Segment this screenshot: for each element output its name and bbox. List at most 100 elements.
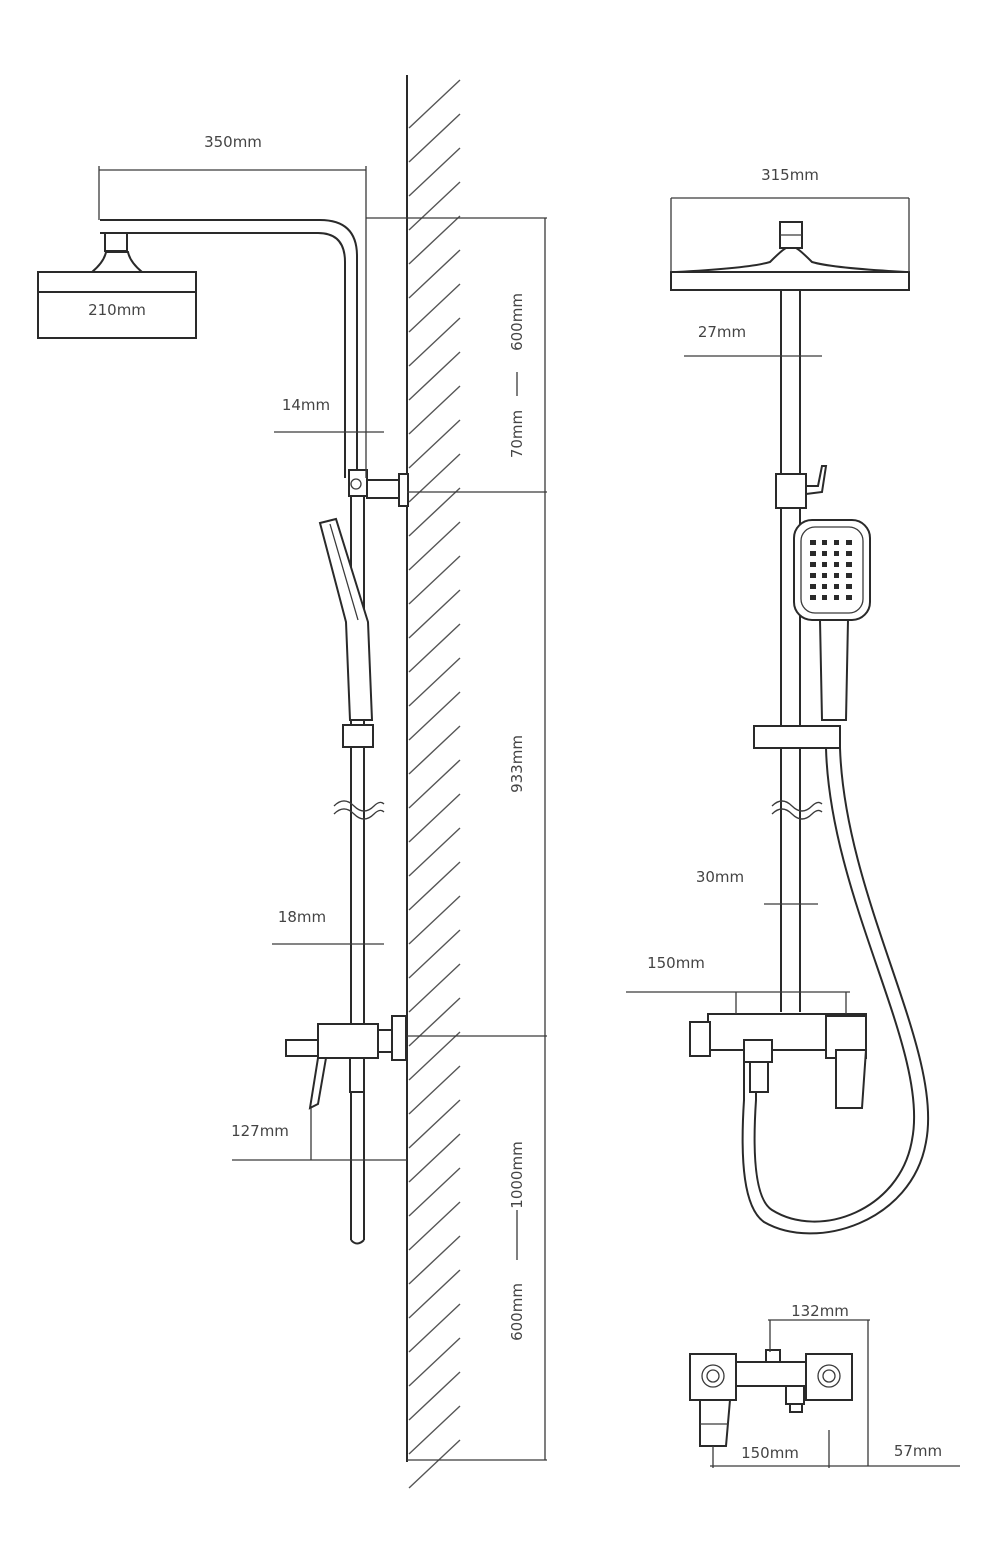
pipe-diameter-label: 14mm (282, 396, 330, 414)
hatch-line (408, 351, 461, 401)
nozzle (822, 562, 827, 567)
hatch-line (408, 1235, 461, 1285)
hatch-line (408, 1167, 461, 1217)
nozzle (846, 551, 852, 556)
hatch-line (408, 1065, 461, 1115)
hatch-line (408, 1303, 461, 1353)
head-width-label: 315mm (761, 166, 819, 184)
nozzle (822, 584, 827, 589)
hatch-line (408, 249, 461, 299)
hatch-line (408, 963, 461, 1013)
front-view (670, 221, 930, 1235)
hatch-line (408, 79, 461, 129)
hatch-line (408, 895, 461, 945)
hand-shower-nozzles (810, 540, 852, 600)
top-width-label: 132mm (791, 1302, 849, 1320)
nozzle (810, 551, 816, 556)
hatch-line (408, 657, 461, 707)
nozzle (822, 595, 827, 600)
nozzle (810, 562, 816, 567)
hatch-line (408, 283, 461, 333)
front-pipe-diameter-label: 27mm (698, 323, 746, 341)
rain-shower-head-front (670, 221, 910, 291)
nozzle (822, 551, 827, 556)
height-top-label: 600mm (508, 293, 526, 351)
hatch-line (408, 487, 461, 537)
hatch-line (408, 623, 461, 673)
hatch-line (408, 147, 461, 197)
hatch-line (408, 827, 461, 877)
head-diameter-label: 210mm (88, 301, 146, 319)
wall-hatching (408, 79, 461, 1489)
hatch-line (408, 317, 461, 367)
depth-label: 57mm (894, 1442, 942, 1460)
top-view-dimensions (710, 1319, 960, 1468)
hatch-line (408, 181, 461, 231)
wall (406, 75, 461, 1489)
height-bracket-label: 70mm (508, 410, 526, 458)
riser-front (771, 290, 823, 1012)
hatch-line (408, 691, 461, 741)
nozzle (810, 595, 816, 600)
nozzle (846, 584, 852, 589)
hatch-line (408, 1133, 461, 1183)
mixer-front (689, 1013, 868, 1109)
nozzle (834, 595, 839, 600)
side-dimensions (98, 166, 547, 1461)
nozzle (834, 584, 839, 589)
nozzle (810, 573, 816, 578)
hatch-line (408, 725, 461, 775)
hatch-line (408, 997, 461, 1047)
nozzle (846, 562, 852, 567)
height-rail-label: 933mm (508, 735, 526, 793)
nozzle (846, 573, 852, 578)
height-floor-2-label: 600mm (508, 1283, 526, 1341)
hatch-line (408, 929, 461, 979)
rain-shower-head (37, 232, 197, 339)
hatch-line (408, 1371, 461, 1421)
nozzle (810, 584, 816, 589)
hatch-line (408, 793, 461, 843)
nozzle (834, 573, 839, 578)
side-view (37, 219, 409, 1245)
hand-shower-side (318, 517, 374, 748)
nozzle (834, 562, 839, 567)
nozzle (846, 540, 852, 545)
nozzle (810, 540, 816, 545)
arm-length-label: 350mm (204, 133, 262, 151)
height-floor-1-label: 1000mm (508, 1141, 526, 1208)
hatch-line (408, 589, 461, 639)
wall-bracket-top (348, 469, 409, 507)
front-rail-diameter-label: 30mm (696, 868, 744, 886)
nozzle (846, 595, 852, 600)
hand-shower-front (753, 519, 871, 749)
nozzle (822, 540, 827, 545)
hatch-line (408, 1337, 461, 1387)
hose (741, 747, 930, 1235)
mixer-top-view (689, 1349, 853, 1447)
nozzle (834, 540, 839, 545)
hatch-line (408, 113, 461, 163)
hatch-line (408, 1269, 461, 1319)
hatch-line (408, 555, 461, 605)
nozzle (834, 551, 839, 556)
mixer-side (285, 1015, 407, 1110)
mixer-width-label: 150mm (647, 954, 705, 972)
hatch-line (408, 861, 461, 911)
hatch-line (408, 1031, 461, 1081)
spout-projection-label: 127mm (231, 1122, 289, 1140)
bracket-front (775, 465, 828, 509)
rail-diameter-label: 18mm (278, 908, 326, 926)
nozzle (822, 573, 827, 578)
front-dimensions (626, 197, 910, 1014)
hatch-line (408, 419, 461, 469)
hatch-line (408, 759, 461, 809)
hatch-line (408, 521, 461, 571)
hatch-line (408, 385, 461, 435)
center-distance-label: 150mm (741, 1444, 799, 1462)
hatch-line (408, 215, 461, 265)
hatch-line (408, 453, 461, 503)
hatch-line (408, 1439, 461, 1489)
hatch-line (408, 1099, 461, 1149)
